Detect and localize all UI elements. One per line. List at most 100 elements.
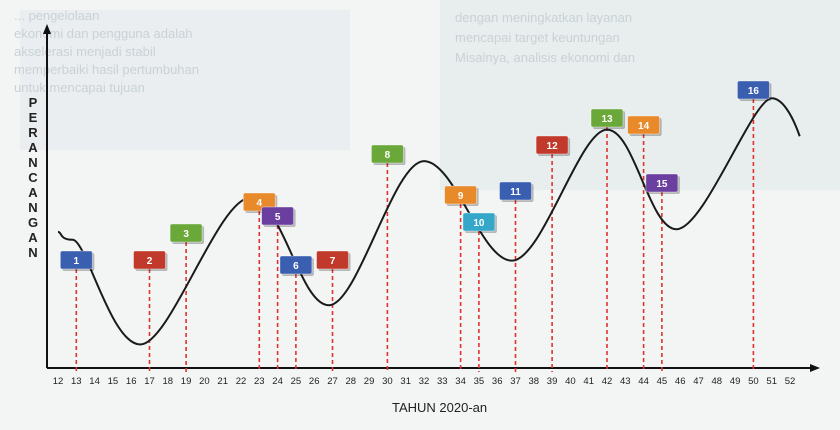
y-axis-label-letter: A bbox=[28, 185, 38, 200]
milestone-marker-9: 9 bbox=[444, 185, 479, 206]
x-tick-label: 29 bbox=[364, 376, 375, 387]
planning-curve bbox=[57, 97, 801, 346]
milestone-marker-6: 6 bbox=[279, 255, 314, 276]
marker-label: 12 bbox=[547, 141, 559, 152]
marker-label: 8 bbox=[385, 150, 391, 161]
x-tick-label: 49 bbox=[730, 376, 741, 387]
milestone-marker-15: 15 bbox=[645, 173, 680, 194]
background-text-line: ... pengelolaan bbox=[14, 8, 99, 23]
x-tick-label: 32 bbox=[419, 376, 430, 387]
background-text-panel-left bbox=[20, 10, 350, 150]
marker-label: 1 bbox=[74, 256, 80, 267]
marker-box bbox=[645, 173, 679, 193]
x-tick-label: 28 bbox=[346, 376, 357, 387]
x-tick-label: 25 bbox=[291, 376, 302, 387]
milestone-marker-8: 8 bbox=[370, 144, 406, 165]
y-axis-label-letter: P bbox=[29, 95, 38, 110]
x-tick-label: 35 bbox=[474, 376, 485, 387]
background-text-line: memperbaiki hasil pertumbuhan bbox=[14, 62, 199, 77]
x-tick-label: 27 bbox=[327, 376, 338, 387]
y-axis-label-letter: N bbox=[28, 245, 37, 260]
milestone-marker-3: 3 bbox=[169, 223, 205, 244]
y-axis-label-letter: N bbox=[28, 200, 37, 215]
y-axis-label-letter: E bbox=[29, 110, 38, 125]
x-tick-label: 46 bbox=[675, 376, 686, 387]
marker-box bbox=[316, 250, 349, 270]
x-tick-label: 19 bbox=[181, 376, 192, 387]
milestone-marker-7: 7 bbox=[316, 250, 351, 271]
marker-box bbox=[737, 80, 770, 100]
x-tick-label: 42 bbox=[602, 376, 613, 387]
y-axis-label-letter: A bbox=[28, 230, 38, 245]
background-text-line: akselerasi menjadi stabil bbox=[14, 44, 156, 59]
marker-box bbox=[242, 192, 276, 212]
x-tick-label: 48 bbox=[712, 376, 723, 387]
x-tick-label: 22 bbox=[236, 376, 247, 387]
x-tick-label: 37 bbox=[510, 376, 521, 387]
x-tick-label: 12 bbox=[53, 376, 64, 387]
marker-label: 9 bbox=[458, 191, 464, 202]
x-tick-label: 26 bbox=[309, 376, 320, 387]
x-tick-label: 40 bbox=[565, 376, 576, 387]
x-tick-label: 18 bbox=[163, 376, 174, 387]
y-axis-label-letter: A bbox=[28, 140, 38, 155]
marker-box bbox=[279, 255, 313, 275]
background-text-line: ekonomi dan pengguna adalah bbox=[14, 26, 193, 41]
marker-label: 15 bbox=[656, 179, 668, 190]
marker-label: 2 bbox=[147, 256, 153, 267]
milestone-marker-5: 5 bbox=[261, 206, 296, 227]
x-tick-label: 36 bbox=[492, 376, 503, 387]
x-tick-label: 14 bbox=[89, 376, 100, 387]
x-tick-label: 44 bbox=[638, 376, 649, 387]
x-tick-label: 21 bbox=[217, 376, 228, 387]
background-text-panel-right bbox=[440, 0, 840, 190]
background-text-line: Misalnya, analisis ekonomi dan bbox=[455, 50, 635, 65]
marker-label: 6 bbox=[293, 261, 299, 272]
x-axis-arrow-icon bbox=[810, 364, 820, 372]
marker-label: 4 bbox=[257, 198, 263, 209]
marker-box bbox=[590, 108, 624, 128]
y-axis-label-letter: N bbox=[28, 155, 37, 170]
milestone-marker-16: 16 bbox=[737, 80, 772, 101]
x-tick-label: 41 bbox=[583, 376, 594, 387]
x-tick-label: 23 bbox=[254, 376, 265, 387]
marker-box bbox=[627, 115, 660, 135]
milestone-marker-10: 10 bbox=[462, 212, 497, 233]
marker-box bbox=[535, 135, 569, 155]
marker-box bbox=[133, 250, 166, 270]
marker-box bbox=[462, 212, 496, 232]
x-tick-label: 34 bbox=[455, 376, 466, 387]
marker-box bbox=[370, 144, 404, 164]
x-tick-label: 20 bbox=[199, 376, 210, 387]
y-axis-label-letter: G bbox=[28, 215, 38, 230]
x-tick-label: 45 bbox=[657, 376, 668, 387]
y-axis-label-letter: C bbox=[28, 170, 38, 185]
background-text-line: dengan meningkatkan layanan bbox=[455, 10, 632, 25]
x-tick-label: 33 bbox=[437, 376, 448, 387]
y-axis-label-letter: R bbox=[28, 125, 38, 140]
marker-label: 7 bbox=[330, 256, 336, 267]
milestone-marker-12: 12 bbox=[535, 135, 571, 156]
x-tick-label: 43 bbox=[620, 376, 631, 387]
milestone-marker-13: 13 bbox=[590, 108, 625, 129]
marker-label: 14 bbox=[638, 121, 650, 132]
milestone-marker-11: 11 bbox=[499, 181, 534, 202]
marker-label: 13 bbox=[601, 114, 613, 125]
x-tick-label: 50 bbox=[748, 376, 759, 387]
background-text-line: untuk mencapai tujuan bbox=[14, 80, 145, 95]
marker-box bbox=[261, 206, 295, 226]
marker-label: 16 bbox=[748, 86, 760, 97]
marker-box bbox=[444, 185, 478, 205]
y-axis-arrow-icon bbox=[43, 24, 51, 34]
marker-box bbox=[169, 223, 203, 243]
marker-label: 10 bbox=[473, 218, 485, 229]
background-text-line: mencapai target keuntungan bbox=[455, 30, 620, 45]
guide-lines bbox=[75, 99, 755, 372]
milestone-marker-1: 1 bbox=[59, 250, 95, 271]
x-tick-label: 17 bbox=[144, 376, 155, 387]
x-tick-label: 38 bbox=[529, 376, 540, 387]
